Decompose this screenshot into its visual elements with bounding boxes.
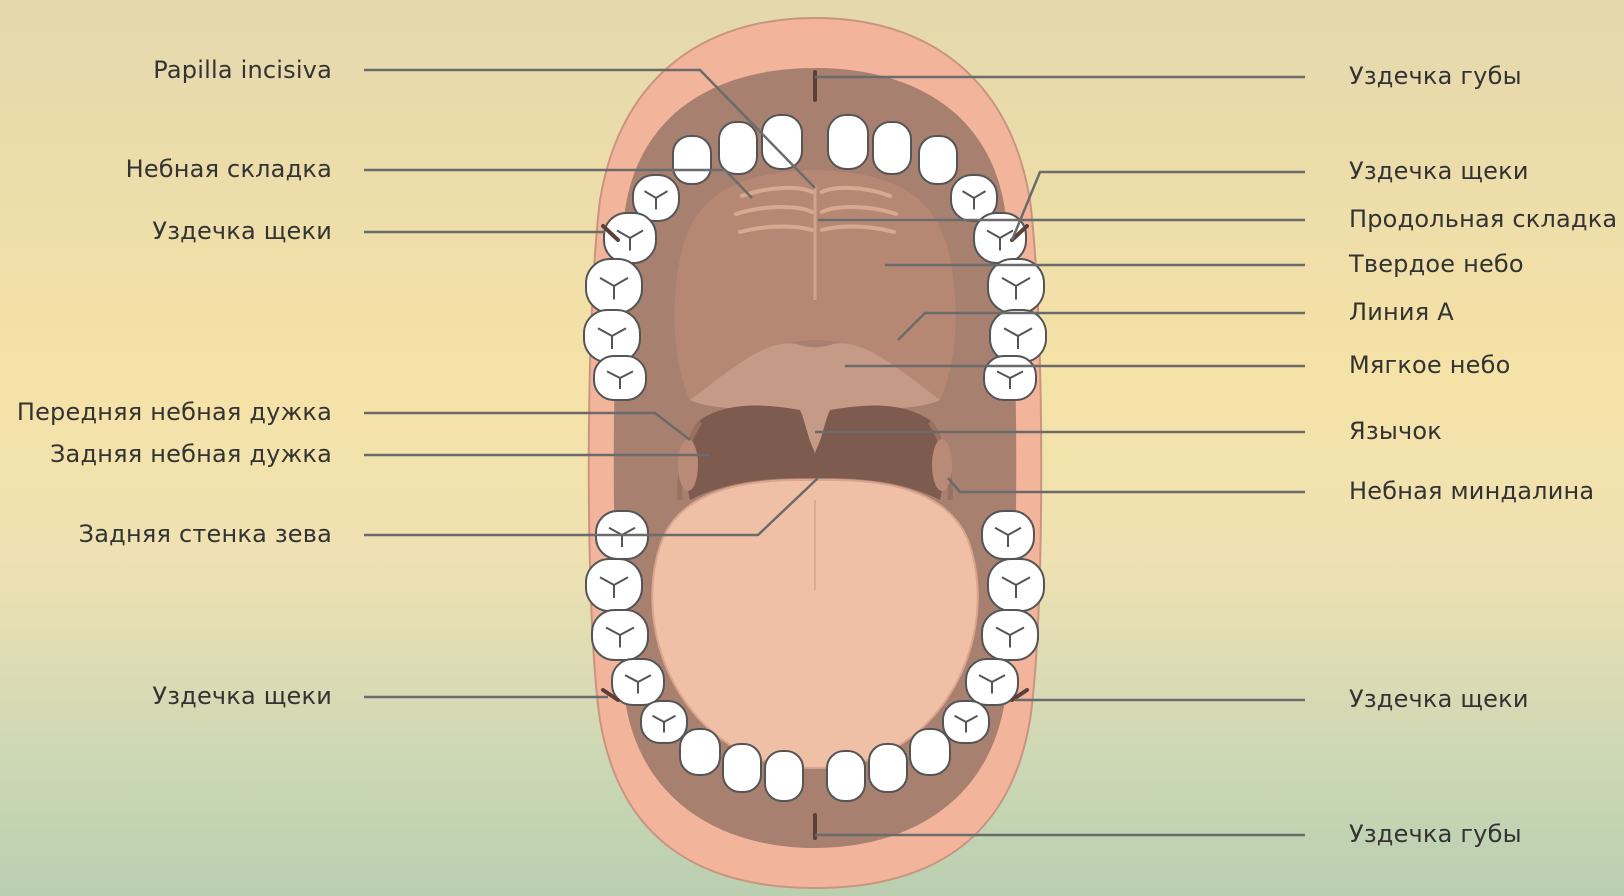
label-lip-frenulum-upper: Уздечка губы xyxy=(1349,62,1522,90)
leader-cheek-upper-right xyxy=(1012,172,1305,240)
tooth xyxy=(762,115,802,169)
tooth xyxy=(919,136,957,184)
label-cheek-frenulum-upper-left: Уздечка щеки xyxy=(152,217,332,245)
label-hard-palate: Твердое небо xyxy=(1349,250,1524,278)
tooth xyxy=(673,136,711,184)
molar-tooth xyxy=(988,559,1044,611)
molar-tooth xyxy=(641,701,687,743)
molar-tooth xyxy=(984,356,1036,400)
label-cheek-frenulum-lower-left: Уздечка щеки xyxy=(152,682,332,710)
label-cheek-frenulum-upper-right: Уздечка щеки xyxy=(1349,157,1529,185)
tooth xyxy=(910,729,950,775)
label-soft-palate: Мягкое небо xyxy=(1349,351,1510,379)
molar-tooth xyxy=(586,559,642,611)
tooth xyxy=(827,751,865,801)
label-palatine-tonsil: Небная миндалина xyxy=(1349,477,1594,505)
tooth xyxy=(828,115,868,169)
tooth xyxy=(869,744,907,792)
molar-tooth xyxy=(988,259,1044,313)
molar-tooth xyxy=(592,610,648,660)
label-posterior-palatine-arch: Задняя небная дужка xyxy=(50,440,332,468)
label-anterior-palatine-arch: Передняя небная дужка xyxy=(17,398,332,426)
label-lip-frenulum-lower: Уздечка губы xyxy=(1349,820,1522,848)
molar-tooth xyxy=(612,659,664,705)
label-palatine-fold: Небная складка xyxy=(126,155,332,183)
label-line-a: Линия А xyxy=(1349,298,1454,326)
molar-tooth xyxy=(943,701,989,743)
label-papilla-incisiva: Papilla incisiva xyxy=(153,56,332,84)
label-cheek-frenulum-lower-right: Уздечка щеки xyxy=(1349,685,1529,713)
molar-tooth xyxy=(990,310,1046,362)
tooth xyxy=(719,122,757,174)
molar-tooth xyxy=(586,259,642,313)
label-uvula: Язычок xyxy=(1349,417,1442,445)
molar-tooth xyxy=(594,356,646,400)
tooth xyxy=(680,729,720,775)
molar-tooth xyxy=(604,213,656,263)
tooth xyxy=(873,122,911,174)
tooth xyxy=(723,744,761,792)
label-posterior-pharynx-wall: Задняя стенка зева xyxy=(79,520,332,548)
molar-tooth xyxy=(966,659,1018,705)
molar-tooth xyxy=(982,610,1038,660)
tooth xyxy=(765,751,803,801)
label-longitudinal-fold: Продольная складка xyxy=(1349,205,1617,233)
molar-tooth xyxy=(584,310,640,362)
molar-tooth xyxy=(982,511,1034,559)
